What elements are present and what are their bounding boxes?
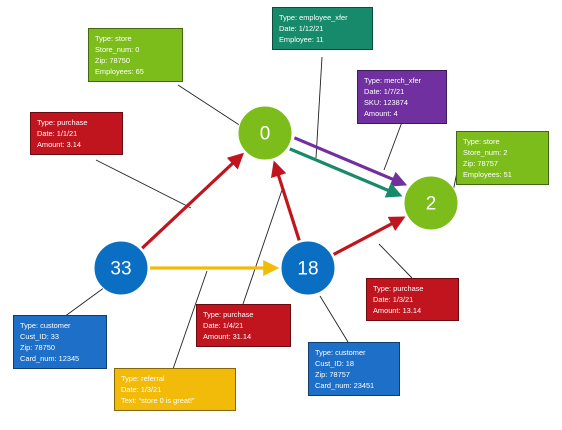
- info-line: Type: employee_xfer: [279, 13, 348, 22]
- leader-purchase-18-0: [242, 189, 283, 305]
- info-line: Type: referral: [121, 374, 165, 383]
- info-line: Zip: 78757: [315, 370, 350, 379]
- leader-referral: [172, 270, 208, 370]
- info-line: Date: 1/1/21: [37, 129, 78, 138]
- edge-purchase-18-to-0: [270, 160, 301, 241]
- info-line: Date: 1/3/21: [373, 295, 414, 304]
- info-line: Amount: 4: [364, 109, 398, 118]
- info-line: Cust_ID: 18: [315, 359, 355, 368]
- info-line: Type: purchase: [373, 284, 424, 293]
- info-line: Type: merch_xfer: [364, 76, 422, 85]
- info-line: Type: customer: [315, 348, 366, 357]
- info-line: Cust_ID: 33: [20, 332, 60, 341]
- edge-purchase-33-to-0: [141, 152, 244, 250]
- info-line: SKU: 123874: [364, 98, 408, 107]
- leader-merch-xfer: [383, 121, 403, 171]
- info-line: Amount: 31.14: [203, 332, 252, 341]
- leader-employee-xfer: [315, 56, 323, 159]
- leader-customer-18: [319, 295, 349, 343]
- info-line: Text: “store 0 is great!”: [121, 396, 195, 405]
- info-line: Zip: 78750: [95, 56, 130, 65]
- info-line: Type: store: [463, 137, 500, 146]
- info-line: Store_num: 2: [463, 148, 508, 157]
- leader-purchase-33-0: [95, 159, 192, 209]
- node-label-33: 33: [110, 259, 131, 280]
- info-line: Employees: 51: [463, 170, 512, 179]
- info-line: Card_num: 23451: [315, 381, 375, 390]
- leader-customer-33: [63, 286, 106, 318]
- info-line: Date: 1/4/21: [203, 321, 244, 330]
- node-label-0: 0: [260, 124, 271, 145]
- edge-employee_xfer-0-to-2: [289, 147, 403, 198]
- info-line: Date: 1/7/21: [364, 87, 405, 96]
- info-line: Store_num: 0: [95, 45, 140, 54]
- node-label-2: 2: [426, 194, 437, 215]
- node-18[interactable]: [280, 240, 336, 296]
- node-33[interactable]: [93, 240, 149, 296]
- info-line: Type: purchase: [37, 118, 88, 127]
- info-line: Card_num: 12345: [20, 354, 80, 363]
- info-line: Employees: 65: [95, 67, 144, 76]
- leader-store-0: [177, 84, 248, 131]
- info-line: Date: 1/12/21: [279, 24, 324, 33]
- node-2[interactable]: [403, 175, 459, 231]
- info-line: Amount: 3.14: [37, 140, 81, 149]
- leader-purchase-18-2: [378, 243, 413, 279]
- edge-purchase-18-to-2: [332, 216, 406, 256]
- info-line: Amount: 13.14: [373, 306, 422, 315]
- node-0[interactable]: [237, 105, 293, 161]
- info-line: Type: purchase: [203, 310, 254, 319]
- info-line: Type: customer: [20, 321, 71, 330]
- info-line: Date: 1/3/21: [121, 385, 162, 394]
- info-line: Type: store: [95, 34, 132, 43]
- info-line: Zip: 78750: [20, 343, 55, 352]
- info-line: Employee: 11: [279, 35, 324, 44]
- node-label-18: 18: [297, 259, 318, 280]
- info-line: Zip: 78757: [463, 159, 498, 168]
- edge-merch_xfer-0-to-2: [293, 136, 408, 187]
